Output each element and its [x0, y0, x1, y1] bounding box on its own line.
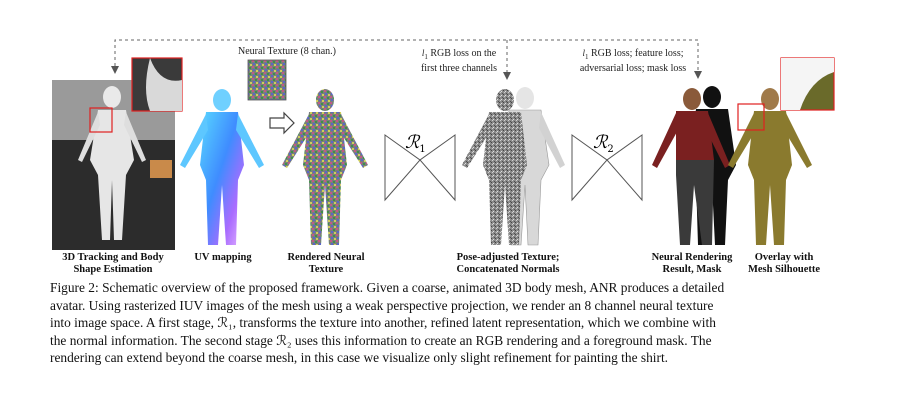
figure-caption: Figure 2: Schematic overview of the prop… [50, 279, 870, 367]
feedback-dashed-line [114, 39, 699, 75]
stage2-symbol: ℛ2 [593, 132, 614, 155]
feedback-arrowhead [111, 66, 119, 74]
stage2-network [571, 134, 643, 202]
caption-line: into image space. A first stage, ℛ₁, tra… [50, 315, 716, 330]
label-pose-adjusted: Pose-adjusted Texture;Concatenated Norma… [456, 252, 560, 275]
caption-line: rendering can extend beyond the coarse m… [50, 350, 669, 365]
overlay-figure [728, 88, 812, 245]
uv-mapping-figure [180, 89, 264, 245]
caption-line: the normal information. The second stage… [50, 332, 712, 348]
neural-texture-swatch [247, 59, 287, 101]
pose-adjusted-figure [462, 87, 565, 246]
label-uv-mapping: UV mapping [194, 252, 252, 263]
stage1-network [384, 134, 456, 202]
loss2-note: l1 RGB loss; feature loss; adversarial l… [579, 48, 687, 74]
texture-arrow [269, 111, 295, 135]
zoom-inset-1 [131, 57, 183, 112]
neural-texture-label: Neural Texture (8 chan.) [238, 46, 336, 57]
zoom-inset-2 [780, 57, 835, 111]
caption-line: Figure 2: Schematic overview of the prop… [50, 280, 725, 295]
figure-diagram: ℛ1 ℛ2 [52, 39, 835, 250]
stage1-symbol: ℛ1 [405, 132, 426, 155]
neural-rendering-figure [652, 86, 736, 245]
caption-line: avatar. Using rasterized IUV images of t… [50, 297, 714, 313]
rendered-texture-figure [282, 89, 368, 245]
loss1-note: l1 RGB loss on the first three channels [420, 48, 498, 74]
